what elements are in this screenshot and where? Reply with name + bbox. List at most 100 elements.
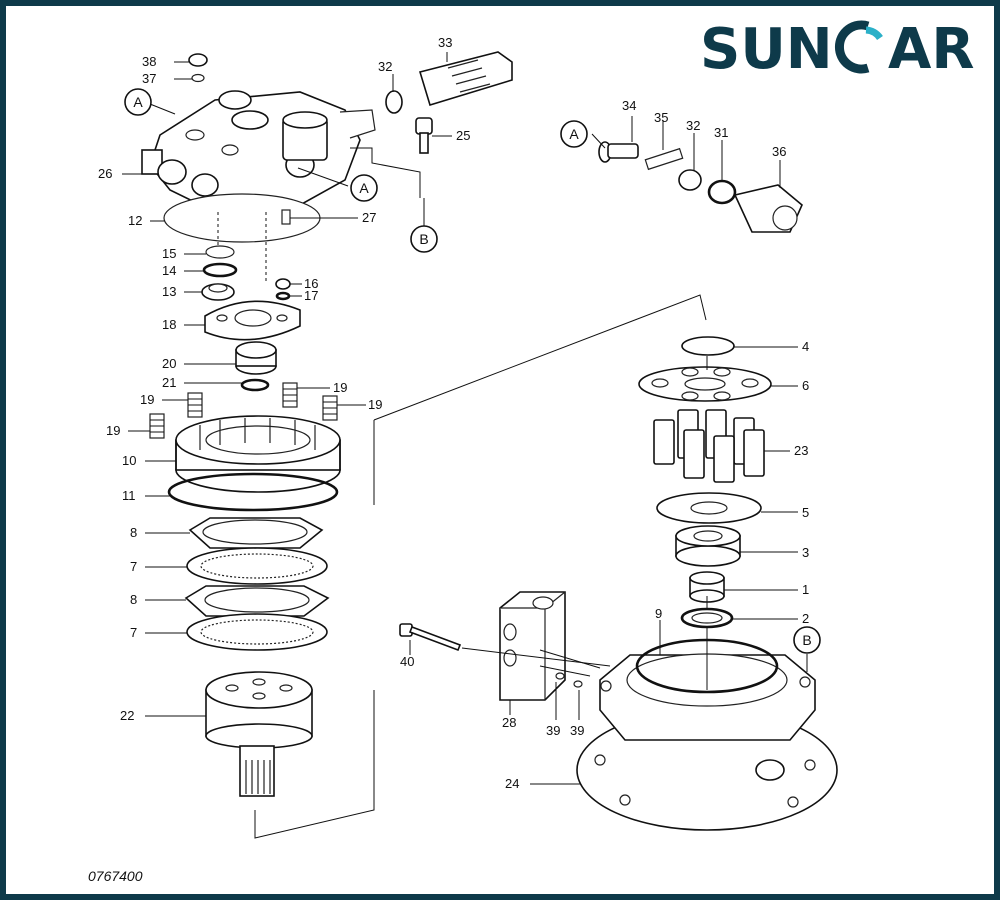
snap-ring [240, 378, 270, 392]
o-ring-tiny [275, 291, 291, 301]
label-1: 1 [802, 582, 809, 597]
drawing-number: 0767400 [88, 868, 143, 884]
part-labels: 38 37 32 33 25 26 12 27 15 14 13 16 17 1… [98, 35, 809, 791]
label-39: 39 [570, 723, 584, 738]
o-ring-tiny [573, 680, 583, 688]
label-24: 24 [505, 776, 519, 791]
spring [644, 147, 684, 171]
label-31: 31 [714, 125, 728, 140]
bolt [415, 117, 433, 154]
label-21: 21 [162, 375, 176, 390]
ref-label: A [359, 180, 369, 196]
separator-plate [184, 585, 330, 617]
ref-circle-b-top: B [410, 225, 438, 253]
o-ring-tiny [555, 672, 565, 680]
retainer-plate [638, 366, 772, 402]
ref-label: A [569, 126, 579, 142]
leader-lines [122, 52, 808, 839]
label-17: 17 [304, 288, 318, 303]
o-ring-black [707, 179, 737, 205]
seal-ring [205, 245, 235, 259]
label-35: 35 [654, 110, 668, 125]
label-19: 19 [106, 423, 120, 438]
label-33: 33 [438, 35, 452, 50]
ref-circle-a-right: A [560, 120, 588, 148]
motor-housing [576, 653, 838, 831]
label-27: 27 [362, 210, 376, 225]
ref-circle-a-top: A [124, 88, 152, 116]
ref-label: B [419, 231, 428, 247]
label-13: 13 [162, 284, 176, 299]
label-28: 28 [502, 715, 516, 730]
label-6: 6 [802, 378, 809, 393]
o-ring-small [191, 73, 205, 83]
label-8: 8 [130, 525, 137, 540]
bearing-small [235, 341, 277, 375]
retainer-cap [681, 336, 735, 356]
label-2: 2 [802, 611, 809, 626]
label-16: 16 [304, 276, 318, 291]
label-8: 8 [130, 592, 137, 607]
separator-plate [188, 517, 324, 549]
oil-seal [680, 607, 734, 629]
relief-valve [418, 51, 513, 106]
label-5: 5 [802, 505, 809, 520]
label-11: 11 [122, 488, 136, 503]
label-22: 22 [120, 708, 134, 723]
check-valve-poppet [598, 141, 639, 163]
label-18: 18 [162, 317, 176, 332]
o-ring [678, 169, 702, 191]
logo-c-mark [834, 20, 883, 74]
long-bolt [399, 623, 462, 652]
label-32: 32 [686, 118, 700, 133]
plug-cap [733, 184, 803, 233]
logo-text-right: AR [888, 17, 974, 78]
label-32: 32 [378, 59, 392, 74]
label-10: 10 [122, 453, 136, 468]
valve-plate [204, 300, 301, 341]
label-4: 4 [802, 339, 809, 354]
label-7: 7 [130, 559, 137, 574]
bushing [201, 283, 235, 301]
ref-circle-a-mid: A [350, 174, 378, 202]
relief-block [499, 591, 566, 701]
label-40: 40 [400, 654, 414, 669]
o-ring-large [167, 472, 339, 512]
suncar-logo: SUN AR [700, 17, 974, 78]
pin [281, 209, 291, 225]
label-38: 38 [142, 54, 156, 69]
label-9: 9 [655, 606, 662, 621]
label-3: 3 [802, 545, 809, 560]
cylinder-block [205, 671, 313, 797]
label-14: 14 [162, 263, 176, 278]
ref-label: A [133, 94, 143, 110]
plug-small [275, 278, 291, 290]
bearing-large [675, 525, 741, 567]
label-39: 39 [546, 723, 560, 738]
brake-piston [175, 415, 341, 493]
label-7: 7 [130, 625, 137, 640]
label-19: 19 [333, 380, 347, 395]
swash-plate [656, 492, 762, 524]
ref-circle-b-right: B [793, 626, 821, 654]
label-23: 23 [794, 443, 808, 458]
label-37: 37 [142, 71, 156, 86]
o-ring [385, 90, 403, 114]
label-26: 26 [98, 166, 112, 181]
pistons [653, 409, 765, 483]
friction-plate [186, 613, 328, 651]
springs [149, 382, 338, 439]
label-12: 12 [128, 213, 142, 228]
label-20: 20 [162, 356, 176, 371]
valve-housing [141, 90, 376, 216]
logo-text-left: SUN [700, 17, 833, 78]
label-15: 15 [162, 246, 176, 261]
label-36: 36 [772, 144, 786, 159]
o-ring-black [202, 262, 238, 278]
label-19: 19 [368, 397, 382, 412]
ref-label: B [802, 632, 811, 648]
label-34: 34 [622, 98, 636, 113]
label-19: 19 [140, 392, 154, 407]
friction-plate [186, 547, 328, 585]
